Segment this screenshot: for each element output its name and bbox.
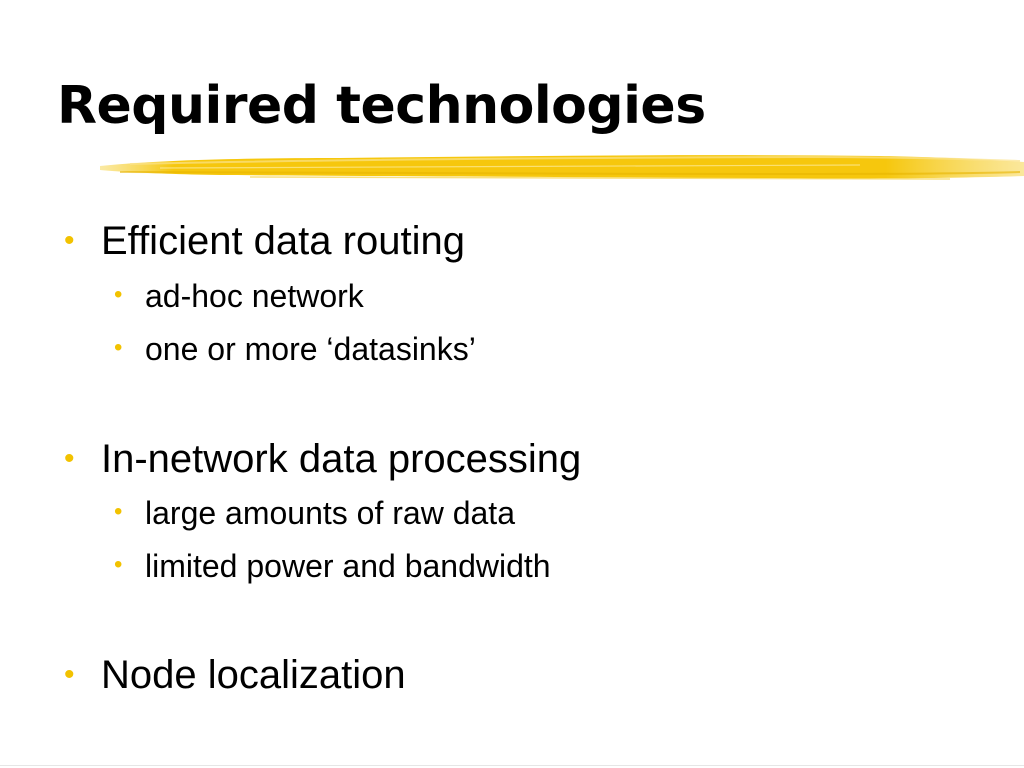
- title-underline-brushstroke: [100, 155, 1024, 181]
- slide-title: Required technologies: [57, 76, 706, 136]
- sub-bullet-dot: •: [114, 281, 123, 308]
- bullet-node-localization: Node localization: [101, 653, 406, 697]
- sub-bullet-raw-data: large amounts of raw data: [145, 495, 515, 531]
- sub-bullet-dot: •: [114, 551, 123, 578]
- bullet-efficient-data-routing: Efficient data routing: [101, 219, 465, 263]
- sub-bullet-dot: •: [114, 334, 123, 361]
- sub-bullet-power-bandwidth: limited power and bandwidth: [145, 548, 551, 584]
- bullet-dot: •: [64, 224, 75, 257]
- bottom-divider: [0, 765, 1024, 766]
- sub-bullet-datasinks: one or more ‘datasinks’: [145, 331, 476, 367]
- sub-bullet-ad-hoc-network: ad-hoc network: [145, 278, 364, 314]
- bullet-dot: •: [64, 658, 75, 691]
- bullet-dot: •: [64, 442, 75, 475]
- sub-bullet-dot: •: [114, 498, 123, 525]
- bullet-in-network-data-processing: In-network data processing: [101, 437, 582, 481]
